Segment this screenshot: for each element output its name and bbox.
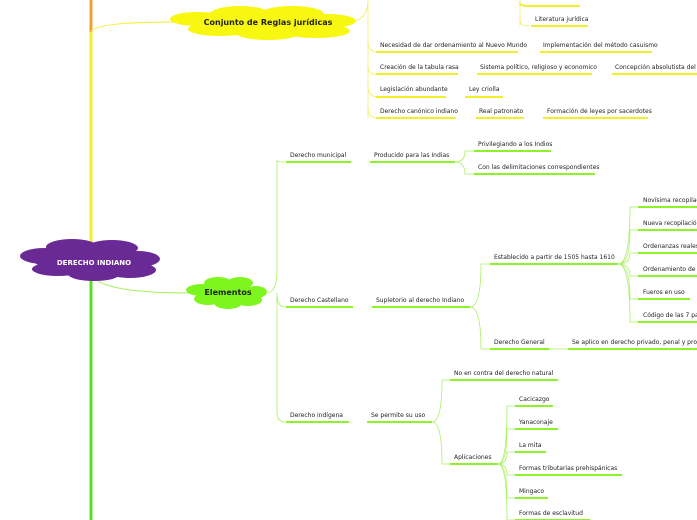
indigena-node[interactable]: Derecho indígena	[290, 412, 343, 419]
reglas-underlines	[376, 25, 697, 119]
municipal-leaf[interactable]: Privilegiando a los Indios	[478, 141, 553, 148]
elementos-cloud-shape	[186, 277, 267, 309]
castellano-estab-leaf[interactable]: Código de las 7 pa	[643, 312, 697, 319]
castellano-estab-leaf[interactable]: Nueva recopilación	[643, 220, 697, 227]
reglas-item[interactable]: Derecho canónico indiano	[380, 108, 458, 115]
reglas-node[interactable]: Conjunto de Reglas jurídicas	[203, 18, 333, 27]
root-node[interactable]: DERECHO INDIANO	[56, 259, 132, 267]
municipal-leaf[interactable]: Con las delimitaciones correspondientes	[478, 164, 600, 171]
municipal-node[interactable]: Derecho municipal	[290, 152, 347, 159]
indigena-child-node[interactable]: Se permite su uso	[371, 412, 426, 419]
elementos-underlines	[286, 150, 697, 520]
elementos-node[interactable]: Elementos	[204, 288, 252, 297]
castellano-estab-leaf[interactable]: Ordenanzas reales	[643, 243, 697, 250]
castellano-estab-leaf[interactable]: Fueros en uso	[643, 289, 685, 296]
aplicaciones-leaf[interactable]: Cacicazgo	[519, 396, 550, 403]
elementos-branches	[431, 150, 638, 520]
castellano-node[interactable]: Derecho Castellano	[290, 297, 349, 304]
reglas-item[interactable]: Necesidad de dar ordenamiento al Nuevo M…	[380, 42, 528, 49]
reglas-item[interactable]: Implementación del método casuismo	[543, 42, 658, 49]
aplicaciones-leaf[interactable]: Formas tributarias prehispánicas	[519, 465, 618, 472]
aplicaciones-leaf[interactable]: Mingaco	[519, 488, 545, 495]
castellano-estab-leaf[interactable]: Novísima recopilación	[643, 197, 697, 204]
reglas-item[interactable]: Concepción absolutista del poder	[615, 64, 697, 71]
indigena-natural-node[interactable]: No en contra del derecho natural	[454, 370, 554, 377]
connector-root-reglas	[90, 21, 176, 33]
reglas-item[interactable]: Literatura jurídica	[535, 16, 589, 23]
aplicaciones-leaf[interactable]: Yanaconaje	[519, 419, 553, 426]
castellano-general-node[interactable]: Derecho General	[494, 339, 545, 346]
root-cloud-shape	[20, 239, 160, 281]
castellano-estab-leaf[interactable]: Ordenamiento de	[643, 266, 696, 273]
aplicaciones-leaf[interactable]: Formas de esclavitud	[519, 510, 583, 517]
reglas-spine	[349, 0, 369, 118]
reglas-item[interactable]: Ley criolla	[469, 86, 500, 93]
reglas-item[interactable]: Formación de leyes por sacerdotes	[547, 108, 652, 115]
reglas-item[interactable]: Creación de la tabula rasa	[380, 64, 459, 71]
elementos-spine	[267, 159, 286, 423]
indigena-aplicaciones-node[interactable]: Aplicaciones	[454, 454, 492, 461]
reglas-item[interactable]: Sistema político, religioso y economico	[480, 64, 597, 71]
castellano-estab-node[interactable]: Establecido a partir de 1505 hasta 1610	[494, 254, 615, 261]
municipal-child-node[interactable]: Producido para las Indias	[374, 152, 450, 159]
castellano-child-node[interactable]: Supletorio al derecho Indiano	[376, 297, 465, 304]
reglas-cloud-shape	[170, 6, 356, 40]
aplicaciones-leaf[interactable]: La mita	[519, 442, 542, 449]
castellano-general-leaf[interactable]: Se aplico en derecho privado, penal y pr…	[572, 339, 697, 346]
reglas-item[interactable]: Legislación abundante	[380, 86, 448, 93]
reglas-item[interactable]: Real patronato	[479, 108, 524, 115]
